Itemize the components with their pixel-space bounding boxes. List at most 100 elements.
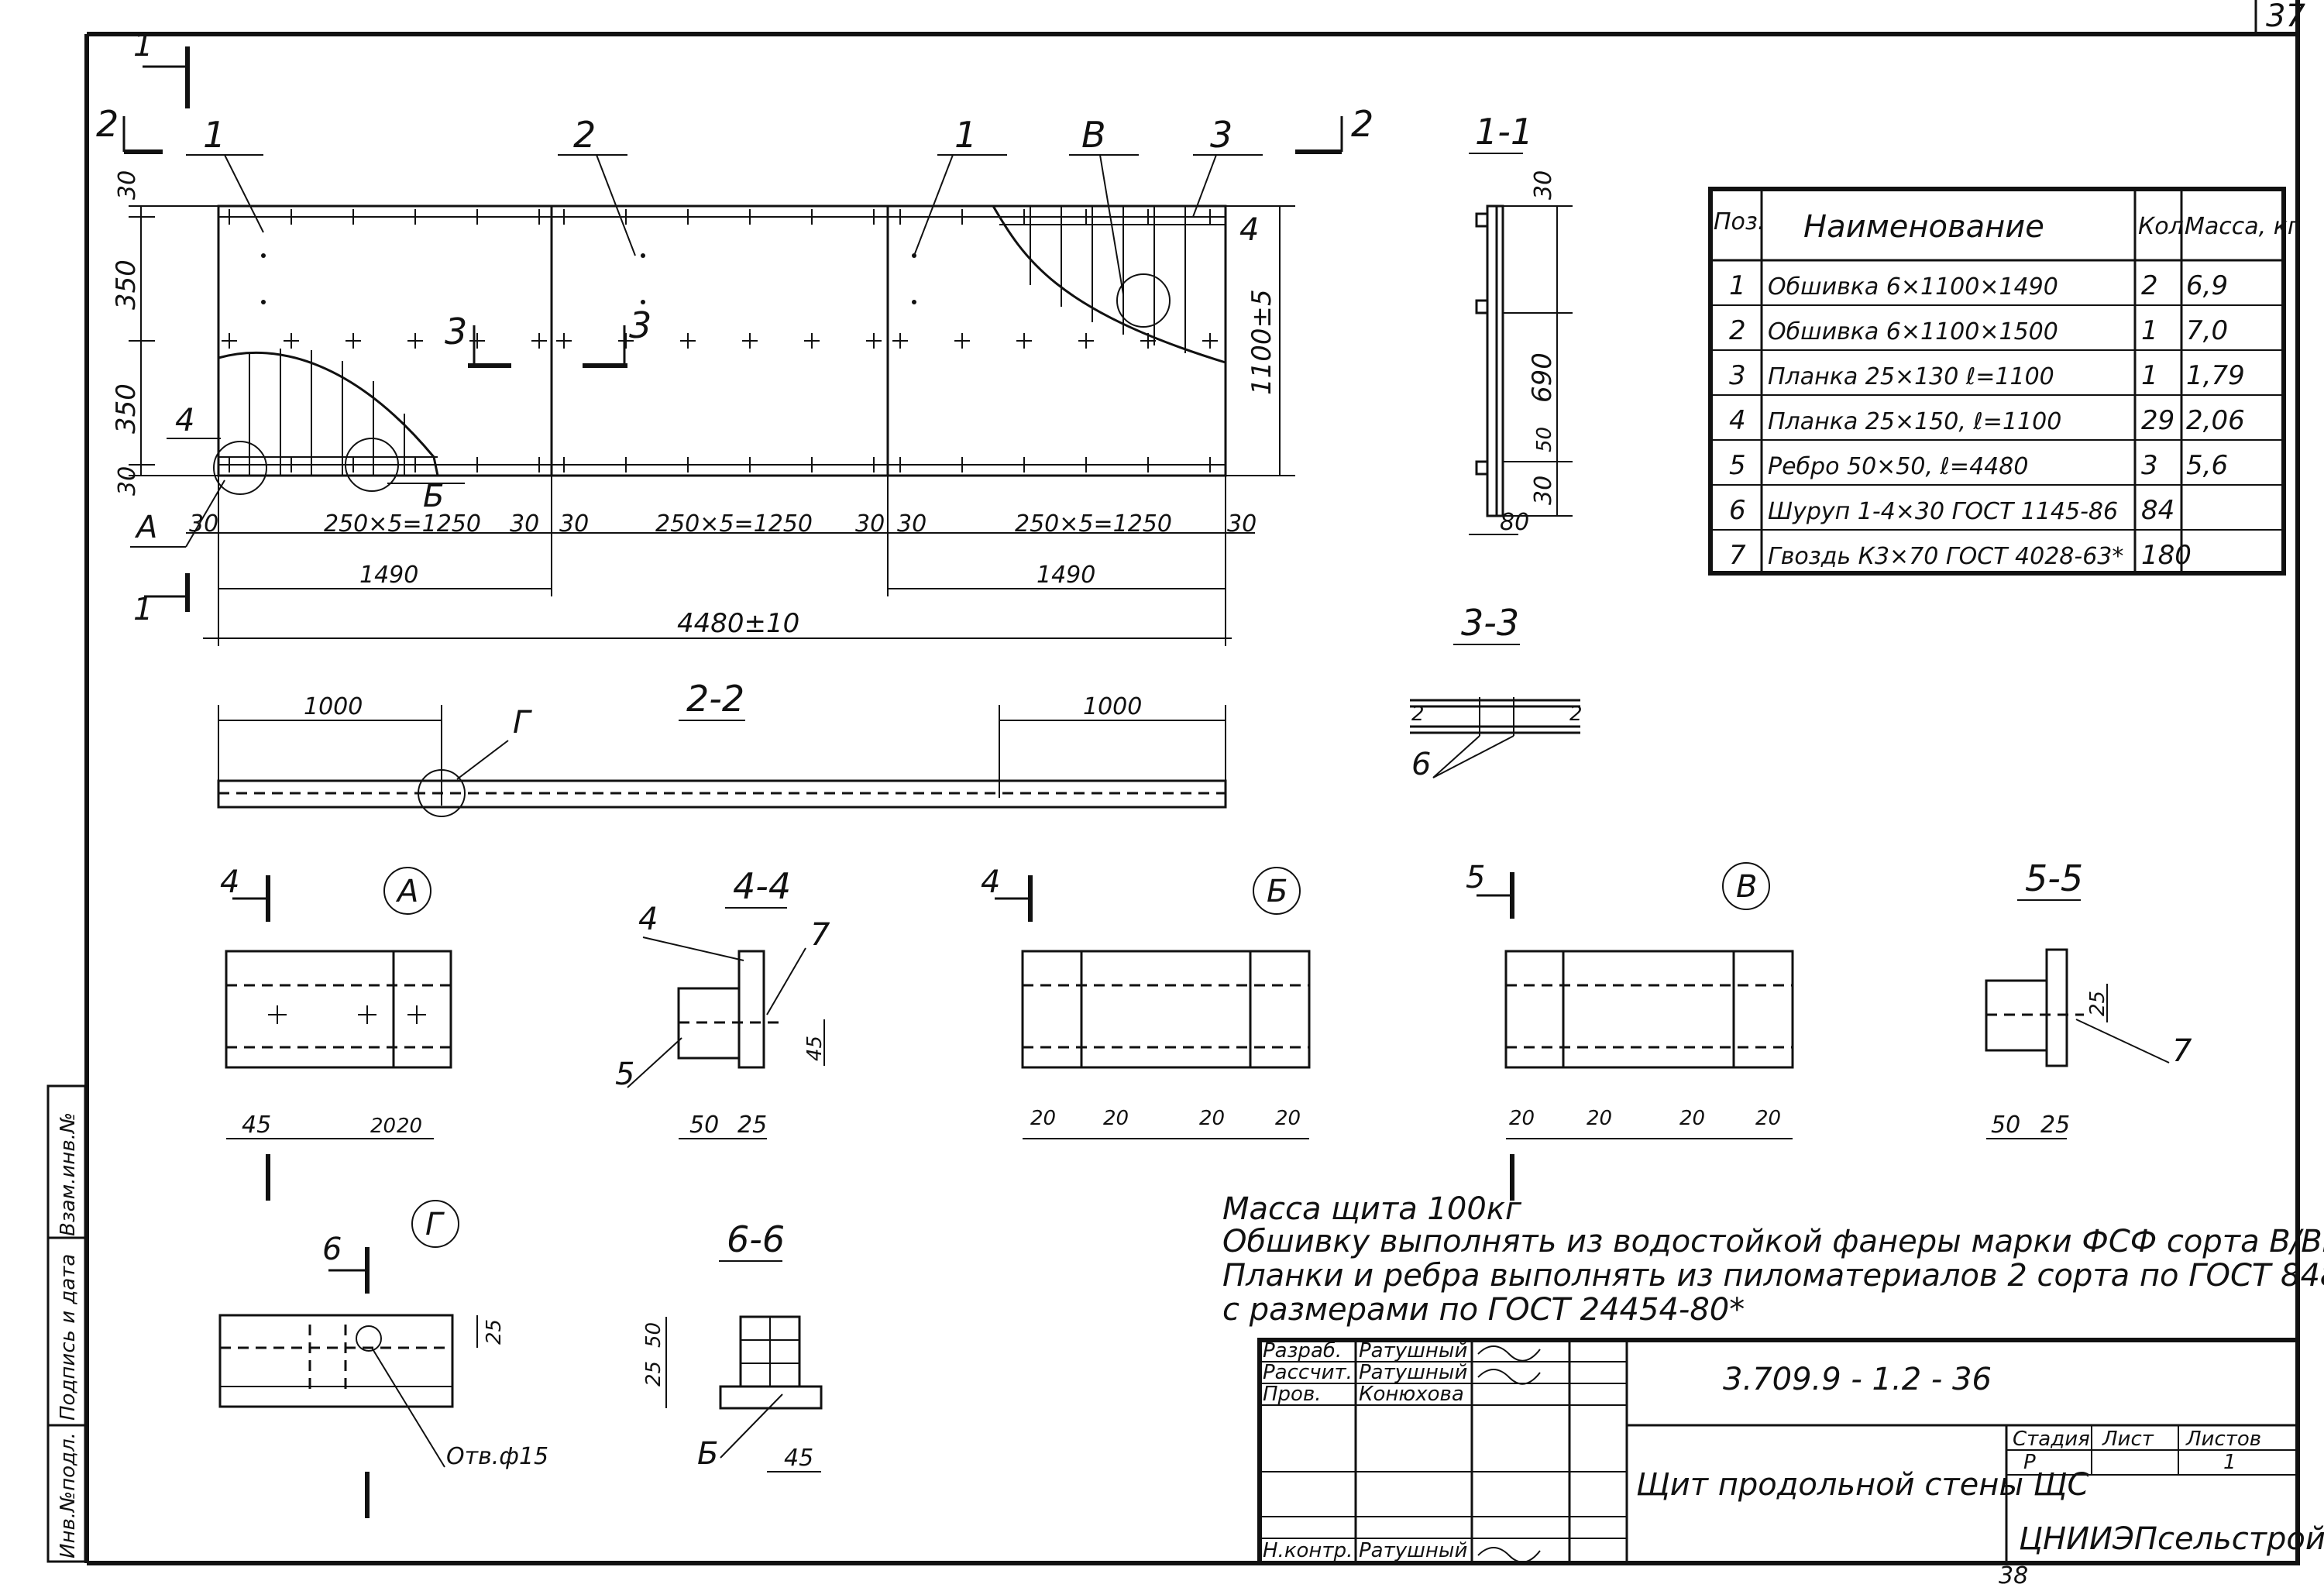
svg-text:1000: 1000 — [1083, 693, 1142, 720]
svg-text:20: 20 — [1030, 1107, 1056, 1130]
svg-text:1: 1 — [2223, 1451, 2236, 1474]
svg-text:250×5=1250: 250×5=1250 — [1015, 510, 1172, 538]
spec-cell: 84 — [2141, 495, 2174, 526]
svg-text:1: 1 — [133, 592, 153, 627]
svg-text:Разраб.: Разраб. — [1263, 1339, 1342, 1362]
stamp-inv: Инв.№подл. — [57, 1432, 80, 1558]
svg-text:4: 4 — [638, 902, 658, 937]
detail-a: А 4 45 20 20 — [220, 864, 452, 1201]
stamp-replace: Взам.инв.№ — [57, 1112, 80, 1236]
organization: ЦНИИЭПсельстрой — [2019, 1521, 2324, 1557]
spec-cell: 2 — [1729, 315, 1746, 346]
spec-cell: 3 — [1729, 360, 1746, 391]
svg-text:2-2: 2-2 — [686, 678, 744, 720]
section-2-2: 2-2 1000 1000 Г — [217, 678, 1227, 817]
spec-cell: 5 — [1729, 450, 1746, 481]
spec-cell: Шуруп 1-4×30 ГОСТ 1145-86 — [1768, 498, 2118, 525]
svg-text:1490: 1490 — [1037, 562, 1095, 589]
svg-text:Г: Г — [425, 1207, 445, 1242]
svg-text:В: В — [1081, 114, 1106, 156]
svg-text:Г: Г — [513, 705, 532, 741]
svg-text:25: 25 — [2086, 991, 2109, 1016]
spec-cell: 180 — [2141, 540, 2192, 571]
svg-text:30: 30 — [114, 170, 141, 200]
svg-text:Пров.: Пров. — [1263, 1383, 1322, 1406]
svg-text:30: 30 — [189, 510, 218, 538]
panel-plan-view — [213, 204, 1227, 495]
svg-text:4480±10: 4480±10 — [677, 608, 799, 639]
svg-text:1-1: 1-1 — [1475, 111, 1533, 153]
svg-text:50: 50 — [642, 1322, 665, 1348]
th-mass: Масса, кг — [2185, 213, 2300, 240]
spec-cell: Планка 25×150, ℓ=1100 — [1768, 408, 2061, 435]
detail-g: Г 6 Отв.ф15 25 — [218, 1200, 548, 1518]
svg-text:20: 20 — [370, 1115, 396, 1138]
svg-text:45: 45 — [803, 1036, 827, 1061]
spec-cell: Гвоздь К3×70 ГОСТ 4028-63* — [1768, 543, 2123, 570]
svg-text:Б: Б — [697, 1436, 718, 1472]
svg-text:3: 3 — [445, 311, 467, 352]
svg-text:2: 2 — [573, 114, 596, 156]
notes: Масса щита 100кг Обшивку выполнять из во… — [1222, 1191, 2324, 1328]
svg-text:30: 30 — [114, 466, 141, 496]
svg-text:Лист: Лист — [2102, 1428, 2154, 1451]
svg-text:350: 350 — [111, 383, 142, 434]
svg-text:4: 4 — [1239, 212, 1259, 248]
svg-text:Листов: Листов — [2185, 1428, 2261, 1451]
th-pos: Поз. — [1714, 208, 1765, 235]
svg-text:4-4: 4-4 — [733, 865, 791, 907]
svg-text:6: 6 — [322, 1232, 342, 1267]
spec-cell: Обшивка 6×1100×1500 — [1768, 318, 2058, 345]
doc-number: 3.709.9 - 1.2 - 36 — [1723, 1362, 1992, 1397]
spec-cell: Обшивка 6×1100×1490 — [1768, 273, 2058, 301]
section-1-1: 1-1 30 690 50 30 80 — [1469, 111, 1573, 536]
svg-text:4: 4 — [981, 864, 1000, 900]
svg-text:1490: 1490 — [359, 562, 418, 589]
spec-cell: Планка 25×130 ℓ=1100 — [1768, 363, 2054, 390]
svg-text:50: 50 — [689, 1112, 719, 1139]
svg-text:Конюхова: Конюхова — [1359, 1383, 1464, 1406]
spec-cell: 7 — [1729, 540, 1746, 571]
svg-text:Н.контр.: Н.контр. — [1263, 1539, 1353, 1562]
svg-text:5: 5 — [1466, 860, 1485, 895]
svg-text:250×5=1250: 250×5=1250 — [324, 510, 481, 538]
svg-text:25: 25 — [642, 1361, 665, 1387]
svg-text:690: 690 — [1527, 352, 1558, 403]
svg-text:Отв.ф15: Отв.ф15 — [446, 1443, 548, 1470]
section-3-3: 3-3 2 2 6 — [1410, 602, 1583, 782]
svg-text:2: 2 — [1351, 103, 1373, 145]
svg-text:5-5: 5-5 — [2025, 857, 2083, 899]
detail-b: Б 4 20 20 20 20 — [981, 864, 1311, 1139]
svg-text:А: А — [395, 874, 418, 909]
title-block: Разраб. Рассчит. Пров. Н.контр. Ратушный… — [1257, 1338, 2324, 1565]
spec-cell: 6,9 — [2186, 270, 2228, 301]
svg-text:20: 20 — [1509, 1107, 1535, 1130]
plan-dimensions: 30 350 350 30 1100±5 30 250×5=1250 30 30… — [111, 170, 1295, 646]
svg-text:1: 1 — [954, 114, 977, 156]
svg-text:30: 30 — [1530, 476, 1557, 505]
svg-text:1100±5: 1100±5 — [1246, 289, 1277, 395]
detail-v: В 5 20 20 20 20 — [1466, 860, 1794, 1201]
svg-text:6: 6 — [1411, 747, 1431, 782]
section-5-5: 5-5 7 50 25 25 — [1985, 857, 2192, 1139]
screw-grid — [222, 209, 1218, 472]
svg-text:25: 25 — [737, 1112, 767, 1139]
svg-text:3: 3 — [1210, 114, 1232, 156]
svg-text:45: 45 — [784, 1445, 813, 1472]
spec-cell: 3 — [2141, 450, 2158, 481]
svg-text:30: 30 — [1530, 170, 1557, 200]
hatch-left — [218, 349, 438, 476]
svg-text:Б: Б — [423, 479, 444, 514]
svg-text:Р: Р — [2023, 1451, 2036, 1474]
section-4-4: 4-4 4 7 5 50 25 45 — [615, 865, 830, 1139]
svg-text:7: 7 — [810, 917, 830, 953]
svg-text:Стадия: Стадия — [2013, 1428, 2090, 1451]
note-sheathing: Обшивку выполнять из водостойкой фанеры … — [1222, 1224, 2324, 1259]
note-mass: Масса щита 100кг — [1222, 1191, 1522, 1227]
th-name: Наименование — [1803, 209, 2044, 245]
svg-text:30: 30 — [897, 510, 927, 538]
svg-text:1: 1 — [133, 28, 153, 64]
